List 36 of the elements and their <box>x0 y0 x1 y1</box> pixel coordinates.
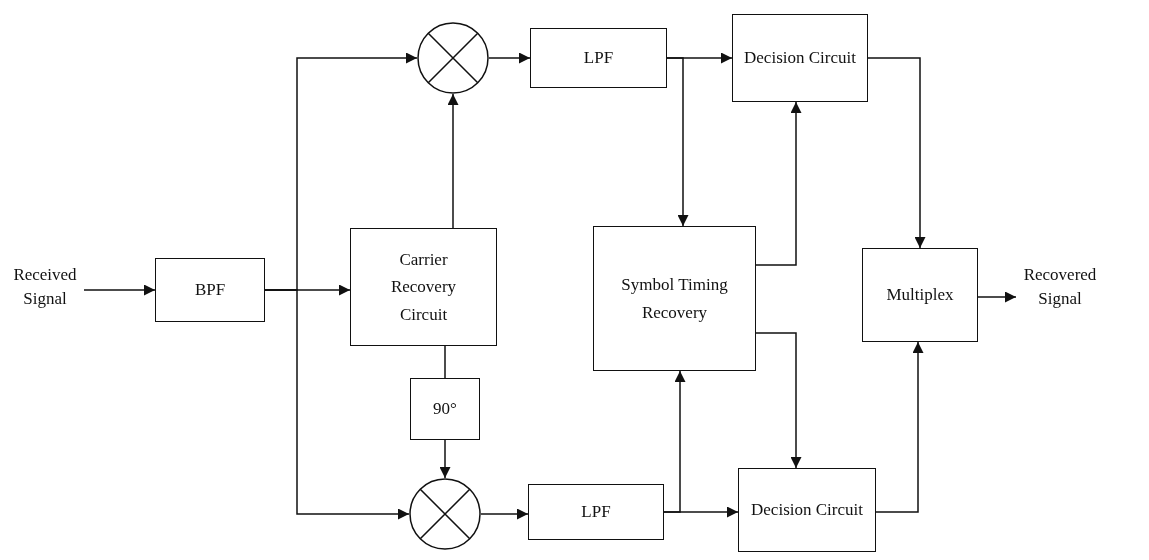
box-label: Carrier Recovery Circuit <box>389 249 458 326</box>
arrow <box>755 101 802 266</box>
process-box <box>410 378 480 440</box>
process-box <box>155 258 265 322</box>
arrow <box>264 289 410 520</box>
mixer-symbol <box>409 478 481 550</box>
process-box <box>862 248 978 342</box>
box-label: Decision Circuit <box>750 499 864 522</box>
signal-label: Recovered Signal <box>1016 262 1104 312</box>
box-label: BPF <box>193 279 227 302</box>
connector-line <box>444 345 446 379</box>
arrow <box>480 508 529 520</box>
arrow <box>666 57 689 227</box>
arrow <box>875 341 924 513</box>
process-box <box>593 226 756 371</box>
process-box <box>732 14 868 102</box>
arrow <box>439 439 451 479</box>
box-label: LPF <box>580 501 612 524</box>
arrow <box>663 370 686 513</box>
box-label: Symbol Timing Recovery <box>620 274 729 324</box>
process-box <box>528 484 664 540</box>
process-box <box>738 468 876 552</box>
box-label: Decision Circuit <box>743 47 857 70</box>
arrow <box>83 284 156 296</box>
arrow <box>447 93 459 229</box>
arrow <box>488 52 531 64</box>
arrow <box>867 57 926 249</box>
arrow <box>977 291 1017 303</box>
mixer-symbol <box>417 22 489 94</box>
arrow <box>755 332 802 469</box>
box-label: Multiplex <box>885 284 955 307</box>
box-label: LPF <box>582 47 615 70</box>
signal-label: Received Signal <box>6 262 84 312</box>
process-box <box>350 228 497 346</box>
process-box <box>530 28 667 88</box>
box-label: 90° <box>432 398 458 421</box>
